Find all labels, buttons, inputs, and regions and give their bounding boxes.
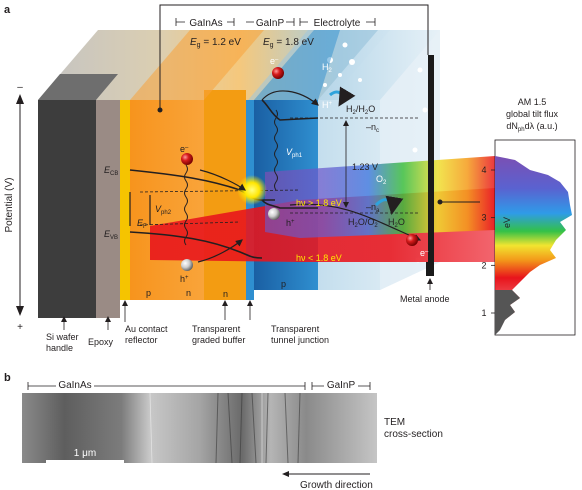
hv-low-label: hν < 1.8 eV bbox=[296, 253, 342, 263]
doping-labels: p n n p bbox=[146, 279, 286, 299]
electron-anode bbox=[406, 234, 418, 246]
spectrum-title-3: dNphdλ (a.u.) bbox=[506, 121, 557, 133]
panel-label-a: a bbox=[4, 4, 11, 16]
recombination-glow bbox=[237, 175, 267, 205]
axis-plus-label: + bbox=[17, 322, 23, 333]
growth-direction-label: Growth direction bbox=[300, 480, 373, 490]
valence-band-lower bbox=[129, 231, 263, 259]
spectrum-ticks: 4 3 2 1 bbox=[481, 165, 495, 318]
external-circuit bbox=[159, 4, 429, 110]
axis-potential-label: Potential (V) bbox=[4, 177, 15, 232]
spectrum-tick-label: 1 bbox=[481, 308, 486, 318]
h2o-o2-label: H2O/O2 bbox=[348, 217, 378, 229]
vph2-label: Vph2 bbox=[155, 204, 172, 216]
h2o-label: H2O bbox=[388, 217, 405, 229]
si-wafer-layer bbox=[38, 100, 96, 318]
doping-p2: p bbox=[281, 279, 286, 289]
layer-headers: GaInAs GaInP Electrolyte Eg = 1.2 eV Eg … bbox=[175, 16, 376, 49]
hole-upper-label: h+ bbox=[286, 218, 295, 228]
nc-label: –nc bbox=[366, 122, 379, 134]
electron-lower bbox=[181, 153, 193, 165]
spectrum-tick-label: 2 bbox=[481, 260, 486, 270]
au-contact-label-2: reflector bbox=[125, 335, 158, 345]
tem-scale-bar bbox=[46, 460, 124, 463]
axis-minus-label: – bbox=[17, 82, 23, 93]
hole-upper bbox=[268, 208, 280, 220]
ev-label: eV bbox=[502, 217, 512, 228]
hv-high-label: hν > 1.8 eV bbox=[296, 198, 342, 208]
v123-label: 1.23 V bbox=[352, 162, 378, 172]
spectrum-title-1: AM 1.5 bbox=[518, 97, 547, 107]
si-wafer-label-1: Si wafer bbox=[46, 332, 79, 342]
ecb-label: ECB bbox=[104, 165, 118, 177]
evb-label: EVB bbox=[104, 229, 118, 241]
h2-h2o-label: H2/H2O bbox=[346, 104, 375, 116]
hole-lower bbox=[181, 259, 193, 271]
metal-anode bbox=[428, 55, 434, 265]
doping-n1: n bbox=[186, 288, 191, 298]
hole-lower-label: h+ bbox=[180, 274, 189, 284]
valence-band-upper bbox=[261, 199, 318, 209]
tunnel-junction-label-2: tunnel junction bbox=[271, 335, 329, 345]
spectrum-curve bbox=[495, 156, 572, 335]
tem-caption-1: TEM bbox=[384, 417, 405, 428]
panel-label-b: b bbox=[4, 372, 11, 384]
o2-cycle-arrow bbox=[374, 195, 404, 215]
electrolyte-header: Electrolyte bbox=[314, 18, 361, 29]
graded-buffer-label-1: Transparent bbox=[192, 324, 241, 334]
tunnel-junction-label-1: Transparent bbox=[271, 324, 320, 334]
si-wafer-label-2: handle bbox=[46, 343, 73, 353]
vph1-label: Vph1 bbox=[286, 147, 303, 159]
gainas-header: GaInAs bbox=[189, 18, 222, 29]
rainbow-beam bbox=[265, 156, 495, 238]
conduction-band-upper bbox=[261, 99, 319, 121]
electron-lower-label: e– bbox=[180, 144, 189, 154]
callouts: Si wafer handle Epoxy Au contact reflect… bbox=[46, 278, 450, 353]
au-reflector-layer bbox=[120, 100, 130, 300]
tem-image bbox=[22, 393, 377, 463]
solar-spectrum: AM 1.5 global tilt flux dNphdλ (a.u.) eV… bbox=[481, 97, 576, 336]
doping-p1: p bbox=[146, 288, 151, 298]
epoxy-layer bbox=[96, 100, 120, 318]
tem-gainp-label: GaInP bbox=[327, 380, 356, 391]
au-contact-label-1: Au contact bbox=[125, 324, 168, 334]
h2-cycle-arrow bbox=[329, 86, 356, 107]
tem-panel: GaInAs GaInP 1 μm TEM cross-section Grow… bbox=[22, 379, 443, 490]
spectrum-tick-label: 3 bbox=[481, 213, 486, 223]
epoxy-label: Epoxy bbox=[88, 337, 114, 347]
eg-gaInp-label: Eg = 1.8 eV bbox=[263, 37, 314, 49]
metal-anode-label: Metal anode bbox=[400, 294, 450, 304]
spectrum-title-2: global tilt flux bbox=[506, 109, 559, 119]
gainas-layer bbox=[130, 100, 204, 300]
na-label: –na bbox=[366, 202, 380, 214]
doping-n2: n bbox=[223, 289, 228, 299]
electron-upper bbox=[272, 67, 284, 79]
electron-upper-label: e– bbox=[270, 56, 279, 66]
spectrum-tick-label: 4 bbox=[481, 165, 486, 175]
gaInp-header: GaInP bbox=[256, 18, 285, 29]
hplus-label: H+ bbox=[322, 100, 333, 110]
ef-label: EF bbox=[137, 218, 147, 230]
eg-gainas-label: Eg = 1.2 eV bbox=[190, 37, 241, 49]
graded-buffer-label-2: graded buffer bbox=[192, 335, 245, 345]
electron-anode-label: e– bbox=[420, 248, 429, 258]
redox-labels: H2 H+ H2/H2O –nc 1.23 V –na H2O/O2 O2 H2… bbox=[322, 62, 405, 229]
band-labels: ECB EVB EF Vph2 Vph1 e– h+ e– h+ e– bbox=[104, 56, 429, 284]
h2-label: H2 bbox=[322, 62, 333, 74]
o2-label: O2 bbox=[376, 174, 387, 186]
potential-axis: – + Potential (V) bbox=[4, 82, 24, 333]
tem-gainas-label: GaInAs bbox=[58, 380, 91, 391]
tem-caption-2: cross-section bbox=[384, 429, 443, 440]
tem-scale-label: 1 μm bbox=[74, 448, 96, 459]
